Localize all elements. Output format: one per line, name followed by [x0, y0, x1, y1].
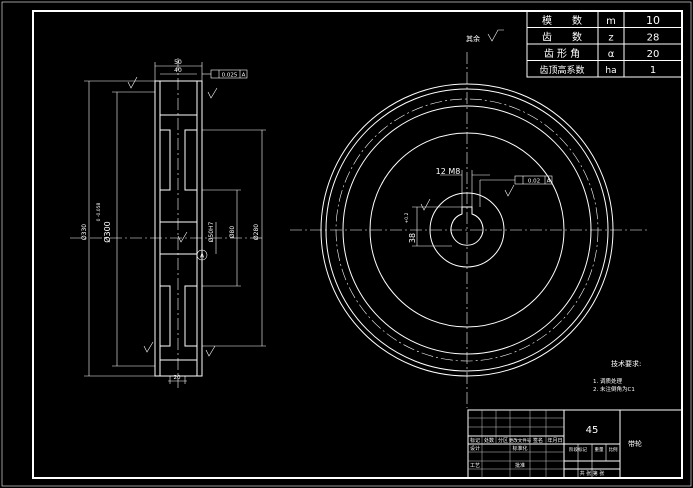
title-material: 45: [586, 425, 599, 436]
dim-bore: Ø50H7: [208, 221, 215, 242]
param-value-0: 10: [646, 14, 660, 27]
roughness-front-1-icon: [420, 198, 431, 211]
title-weight-label: 重量: [595, 446, 604, 453]
title-sheet-label: 共 张 第 张: [580, 470, 605, 477]
title-row-label-3: 更改文件号: [509, 437, 532, 444]
rim-chamfer-circle: [325, 88, 609, 372]
datum-circle-icon: [196, 249, 208, 261]
lower-section-hatch: [159, 253, 198, 361]
title-block: 标记 处数 分区 更改文件号 签名 年月日 设计 标准化 工艺 批准 45 阶段…: [467, 409, 683, 479]
upper-section-hatch: [159, 114, 198, 223]
param-symbol-2: α: [608, 49, 615, 60]
roughness-mark-4-icon: [205, 345, 216, 357]
general-roughness-note: 其余: [466, 29, 504, 43]
roughness-front-2-icon: [504, 184, 515, 197]
param-value-3: 1: [650, 65, 656, 76]
tolerance-frame-front: 0.02 A: [479, 175, 553, 207]
rim-outer-circle: [320, 83, 614, 377]
dim-pitch-tol: 0 -0.058: [96, 202, 102, 221]
param-name-2: 齿 形 角: [544, 48, 580, 60]
title-row-label-1: 处数: [484, 437, 494, 444]
dim-inner-dia: Ø280: [253, 224, 260, 240]
title-row-label-5: 年月日: [547, 437, 562, 444]
param-symbol-0: m: [606, 16, 616, 27]
dim-outer-dia: Ø330: [81, 224, 88, 240]
datum-label: A: [200, 253, 205, 260]
roughness-mark-1-icon: [127, 76, 138, 89]
title-design: 设计: [470, 445, 480, 452]
dim-width-total: 50: [174, 59, 182, 66]
param-value-1: 28: [647, 33, 660, 44]
title-row-label-0: 标记: [470, 437, 480, 444]
dim-width-bottom: 20: [174, 375, 181, 381]
param-symbol-1: z: [608, 33, 613, 44]
tech-req-title: 技术要求:: [611, 359, 641, 368]
title-part-name: 带轮: [628, 439, 642, 448]
param-name-3: 齿顶高系数: [539, 64, 584, 76]
param-value-2: 20: [647, 49, 660, 60]
svg-text:其余: 其余: [466, 34, 480, 43]
section-view: 50 40 0.025 A Ø330 Ø300 0 -0.058 Ø280 Ø8…: [70, 58, 266, 388]
param-symbol-3: ha: [605, 66, 616, 76]
roughness-mark-3-icon: [143, 341, 154, 353]
dim-pitch-dia: Ø300: [102, 221, 112, 243]
title-stage-label: 阶段标记: [569, 446, 587, 453]
rim-inner-circle: [342, 105, 592, 355]
roughness-mark-2-icon: [207, 87, 218, 99]
title-block-grid: [468, 410, 564, 478]
title-approve: 批准: [515, 462, 525, 469]
tech-req-item-1: 2. 未注倒角为C1: [593, 385, 635, 393]
title-std: 标准化: [512, 445, 527, 452]
dim-hub-dia: Ø80: [229, 226, 236, 239]
roughness-symbol-icon: [487, 29, 504, 42]
title-row-label-2: 分区: [498, 437, 508, 444]
title-row-label-4: 签名: [533, 437, 543, 444]
keyway-depth: 38: [408, 233, 417, 243]
roughness-mark-5-icon: [177, 231, 188, 243]
svg-text:A: A: [242, 73, 246, 79]
svg-text:0.025: 0.025: [222, 73, 238, 79]
title-process: 工艺: [470, 463, 480, 469]
param-name-1: 齿 数: [542, 31, 582, 44]
front-view: 12 M8 38 +0.2 0.02 A: [290, 52, 650, 408]
keyway-depth-tol: +0.2: [404, 212, 410, 223]
keyway-label: 12 M8: [436, 167, 461, 176]
title-scale-label: 比例: [609, 446, 618, 453]
tech-requirements: 技术要求: 1. 调质处理 2. 未注倒角为C1: [593, 359, 641, 393]
inner-frame: [32, 10, 683, 479]
dim-width-inner: 40: [174, 67, 182, 74]
web-circle: [369, 132, 565, 328]
hub-circle: [429, 192, 505, 268]
svg-text:A: A: [547, 179, 551, 185]
svg-text:0.02: 0.02: [528, 179, 540, 185]
param-name-0: 模 数: [542, 14, 582, 27]
bore-keyway: [450, 206, 484, 246]
tolerance-frame-top: 0.025 A: [202, 69, 248, 79]
tech-req-item-0: 1. 调质处理: [593, 377, 622, 385]
pitch-circle: [335, 98, 599, 362]
param-table: 模 数 m 10 齿 数 z 28 齿 形 角 α 20 齿顶高系数 ha 1: [526, 10, 683, 78]
